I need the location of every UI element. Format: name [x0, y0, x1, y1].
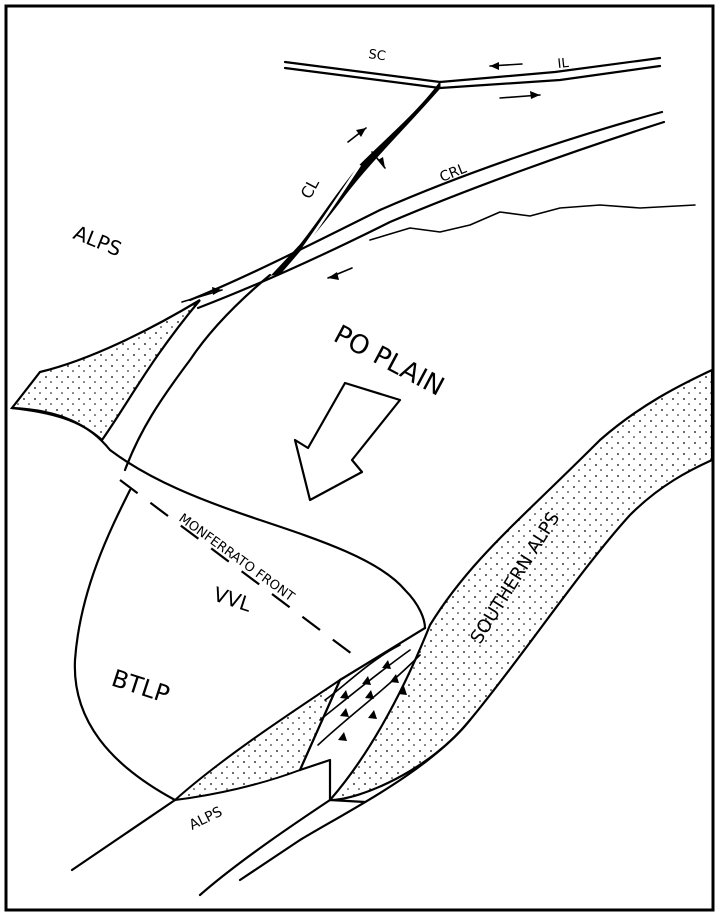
label-sc: SC [367, 47, 386, 64]
